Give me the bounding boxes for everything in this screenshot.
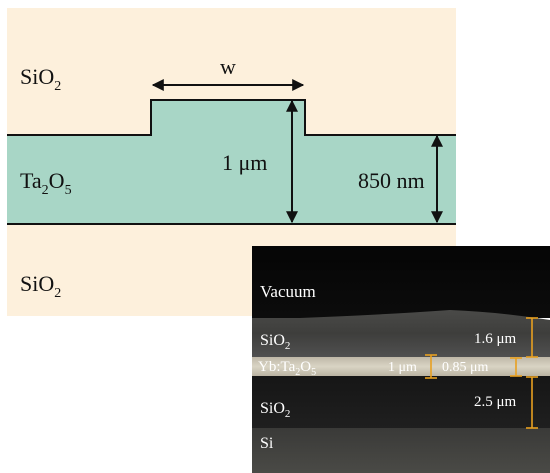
- core-total-bracket: [425, 354, 437, 379]
- lower-oxide-region: [252, 376, 550, 428]
- upper-thickness-bracket: [526, 317, 538, 358]
- substrate-region: [252, 428, 550, 473]
- waveguide-schematic: SiO2 Ta2O5 SiO2 w 1 μm 850 nm: [7, 8, 456, 316]
- core-film-region: [252, 357, 550, 376]
- vacuum-region: [252, 246, 550, 318]
- substrate-label: Si: [260, 435, 274, 452]
- bottom-cladding-label: SiO2: [20, 271, 61, 301]
- lower-thickness-label: 2.5 μm: [474, 394, 517, 410]
- core-label: Ta2O5: [20, 168, 72, 198]
- lower-thickness-bracket: [526, 376, 538, 429]
- upper-thickness-label: 1.6 μm: [474, 331, 517, 347]
- core-slab-label: 0.85 μm: [442, 360, 489, 375]
- core-total-label: 1 μm: [388, 360, 417, 375]
- width-label: w: [220, 54, 236, 79]
- upper-oxide-label: SiO2: [260, 332, 290, 352]
- upper-oxide-region: [252, 310, 550, 357]
- vacuum-label: Vacuum: [260, 282, 316, 301]
- top-cladding-label: SiO2: [20, 64, 61, 94]
- core-layer: [7, 100, 456, 224]
- slab-height-label: 850 nm: [358, 168, 425, 193]
- core-film-label: Yb:Ta2O5: [258, 359, 316, 378]
- sem-micrograph: Vacuum SiO2 Yb:Ta2O5 SiO2 Si 1.6 μm 1 μm: [252, 246, 550, 473]
- lower-oxide-label: SiO2: [260, 400, 290, 420]
- core-top-edge: [7, 99, 456, 136]
- rib-height-label: 1 μm: [222, 150, 267, 175]
- core-slab-bracket: [510, 357, 522, 377]
